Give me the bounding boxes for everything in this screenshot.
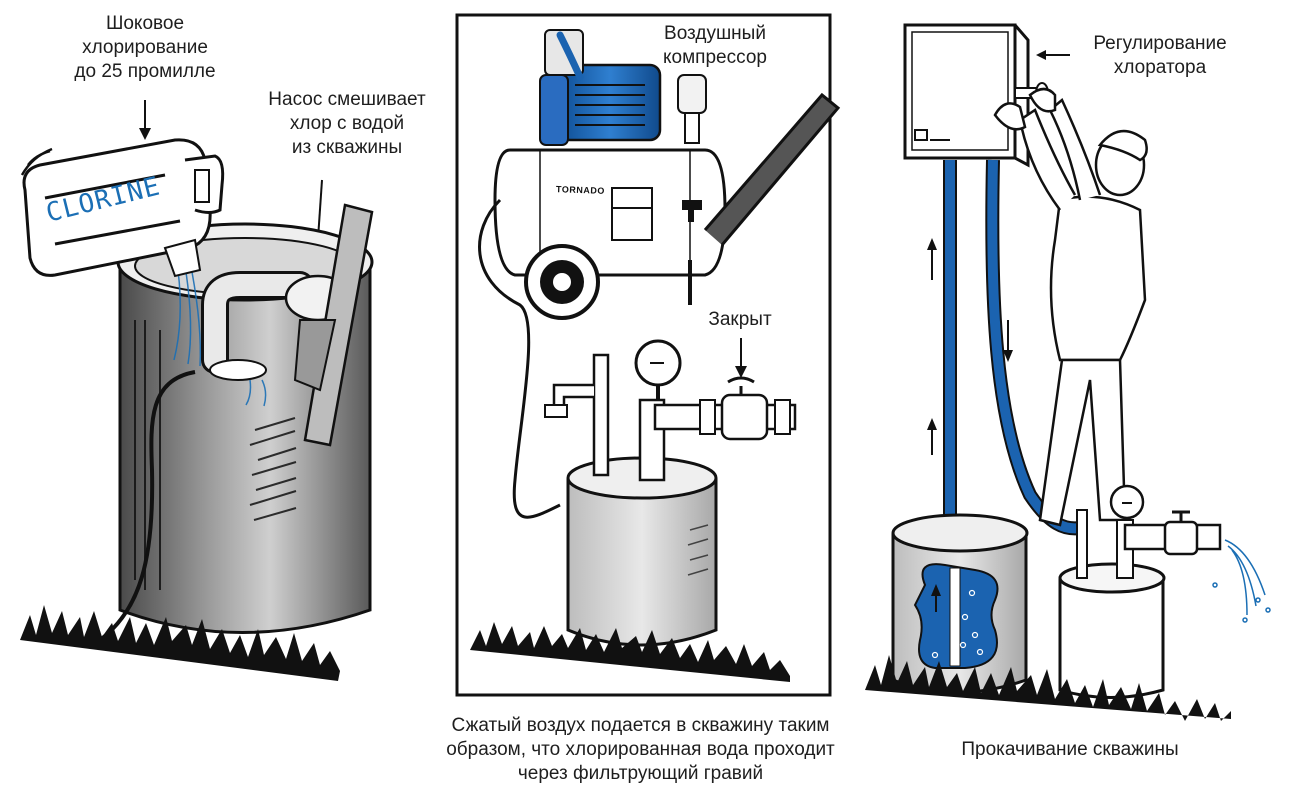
label-line: хлор с водой bbox=[289, 113, 405, 134]
person-adjusting-chlorinator bbox=[993, 87, 1148, 527]
flow-arrow-up-icon bbox=[927, 418, 937, 455]
well-casing bbox=[891, 513, 1029, 694]
caption-line: образом, что хлорированная вода проходит bbox=[446, 739, 835, 760]
label-line: Воздушный bbox=[664, 23, 766, 44]
label-line: до 25 промилле bbox=[74, 61, 216, 82]
middle-panel-drawing bbox=[455, 13, 841, 697]
air-compressor-label: Воздушный компрессор bbox=[640, 22, 790, 70]
pipe-bracket bbox=[293, 203, 374, 447]
label-line: Шоковое bbox=[105, 13, 185, 34]
label-line: Насос смешивает bbox=[268, 89, 426, 110]
label-line: Регулирование bbox=[1093, 33, 1227, 54]
grass bbox=[470, 622, 790, 682]
flow-arrow-up-icon bbox=[931, 584, 941, 612]
compressor-motor bbox=[539, 29, 707, 146]
arrow-down-icon bbox=[139, 100, 151, 140]
caption-line: Сжатый воздух подается в скважину таким bbox=[451, 715, 830, 736]
well-casing bbox=[1058, 484, 1271, 699]
water-stream bbox=[173, 269, 267, 407]
grass bbox=[20, 605, 340, 681]
arrow-down-icon bbox=[735, 338, 747, 378]
arrow-left-icon bbox=[1036, 50, 1070, 60]
label-line: хлорирование bbox=[82, 37, 208, 58]
label-line: компрессор bbox=[663, 47, 767, 68]
right-panel-drawing bbox=[865, 23, 1271, 721]
compressor-tank bbox=[478, 92, 841, 519]
pump-mixing-label: Насос смешивает хлор с водой из скважины bbox=[247, 88, 447, 160]
well-casing bbox=[566, 456, 718, 647]
grass bbox=[865, 655, 1231, 721]
compressor-brand: TORNADO bbox=[555, 184, 606, 196]
middle-caption: Сжатый воздух подается в скважину таким … bbox=[388, 714, 893, 786]
water-spray bbox=[1212, 539, 1271, 623]
flow-arrow-down-icon bbox=[1003, 320, 1013, 362]
chlorinator-adjustment-label: Регулирование хлоратора bbox=[1070, 32, 1250, 80]
right-caption: Прокачивание скважины bbox=[961, 739, 1179, 760]
chlorine-jug bbox=[20, 138, 225, 278]
wellhead-pipes bbox=[544, 339, 797, 482]
label-line: хлоратора bbox=[1113, 57, 1207, 78]
shock-chlorination-label: Шоковое хлорирование до 25 промилле bbox=[60, 12, 230, 84]
closed-valve-label: Закрыт bbox=[708, 309, 772, 330]
left-panel-drawing bbox=[20, 100, 374, 681]
flow-arrow-up-icon bbox=[927, 238, 937, 280]
caption-line: через фильтрующий гравий bbox=[517, 763, 764, 784]
label-line: из скважины bbox=[291, 137, 403, 158]
